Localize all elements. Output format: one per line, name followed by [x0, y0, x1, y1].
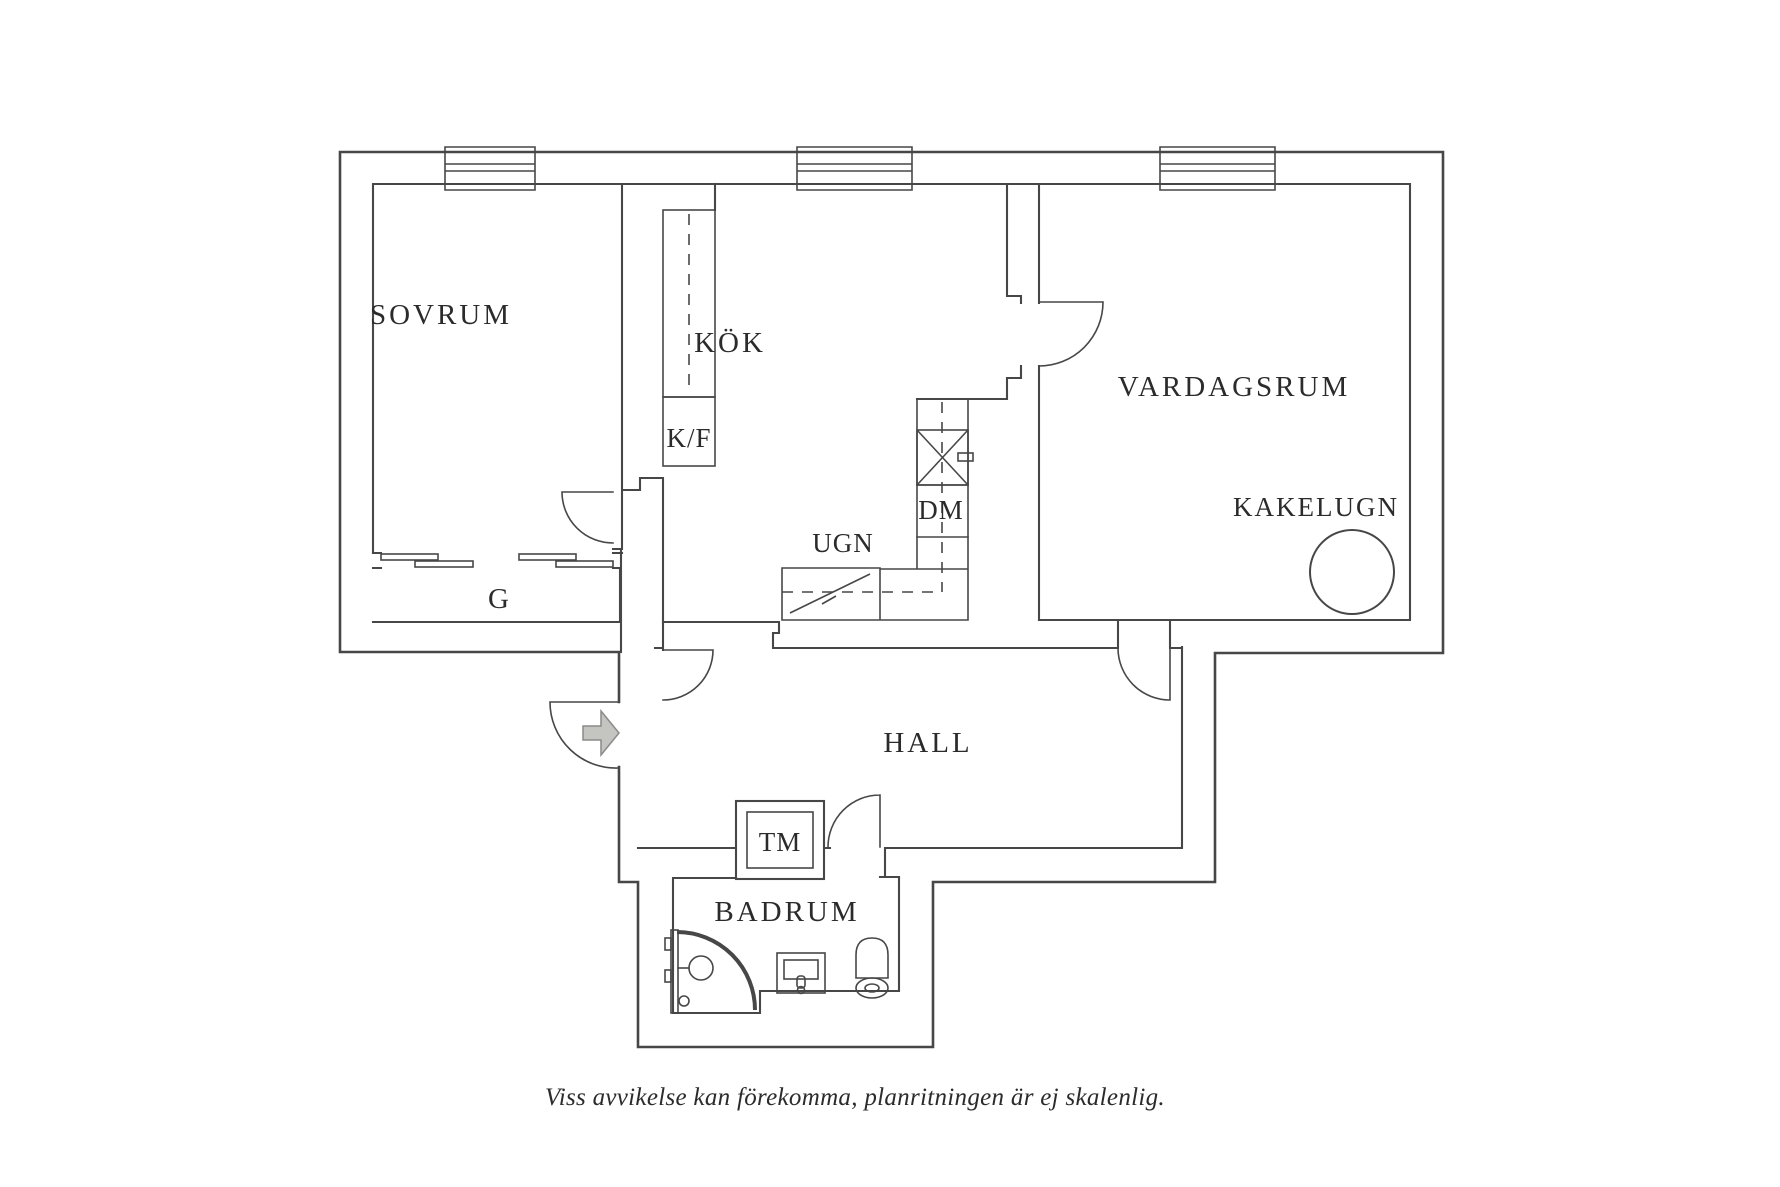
label-kf: K/F: [666, 423, 711, 453]
counter-dashed-lines: [782, 402, 943, 593]
shower: [664, 929, 757, 1014]
g-closet-sliding-doors: [380, 553, 614, 568]
kf-fridge-freezer: [662, 182, 717, 467]
toilet: [855, 937, 889, 999]
hall-livingroom-door: [1117, 647, 1171, 701]
outer-walls: [338, 150, 1445, 1049]
room-label-sovrum: SOVRUM: [370, 299, 512, 331]
bathroom-fixtures: [664, 929, 889, 1014]
ugn-stove-symbol: [789, 573, 871, 614]
vardagsrum-window: [1159, 146, 1276, 191]
disclaimer-caption: Viss avvikelse kan förekomma, planritnin…: [545, 1084, 1165, 1111]
kitchen-counter: [781, 398, 974, 621]
windows: [444, 146, 1276, 191]
entrance-door: [549, 701, 620, 769]
kitchen-livingroom-door: [1038, 301, 1104, 367]
kitchen-sink: [916, 429, 974, 486]
label-kakelugn: KAKELUGN: [1233, 492, 1399, 522]
sovrum-door: [561, 491, 614, 544]
kitchen-hall-door: [662, 649, 714, 701]
sovrum-window: [444, 146, 536, 191]
room-label-badrum: BADRUM: [714, 896, 859, 928]
label-ugn: UGN: [812, 528, 874, 558]
kok-window: [796, 146, 913, 191]
label-g: G: [488, 583, 512, 615]
bathroom-sink: [776, 952, 826, 995]
room-label-vardagsrum: VARDAGSRUM: [1118, 371, 1351, 403]
room-labels: SOVRUM KÖK VARDAGSRUM KAKELUGN HALL BADR…: [370, 299, 1399, 928]
kok-right-wall: [915, 182, 1023, 401]
room-label-hall: HALL: [883, 727, 972, 759]
kitchen-fixtures: [662, 182, 974, 621]
room-label-kok: KÖK: [694, 327, 766, 359]
inner-envelope: [371, 182, 1412, 622]
bathroom-door: [827, 794, 881, 848]
inner-walls: [371, 182, 1412, 1015]
label-tm: TM: [759, 827, 802, 857]
tm-washing-machine: [734, 799, 826, 881]
sovrum-kitchen-partition: [611, 182, 665, 624]
g-closet-walls: [371, 551, 624, 624]
entrance-arrow-icon: [582, 708, 620, 758]
label-dm: DM: [918, 495, 964, 525]
hall-top-wall: [653, 618, 1184, 652]
kakelugn-circle: [1309, 529, 1395, 615]
doors: [549, 301, 1171, 848]
hall-walls: [636, 645, 1184, 879]
